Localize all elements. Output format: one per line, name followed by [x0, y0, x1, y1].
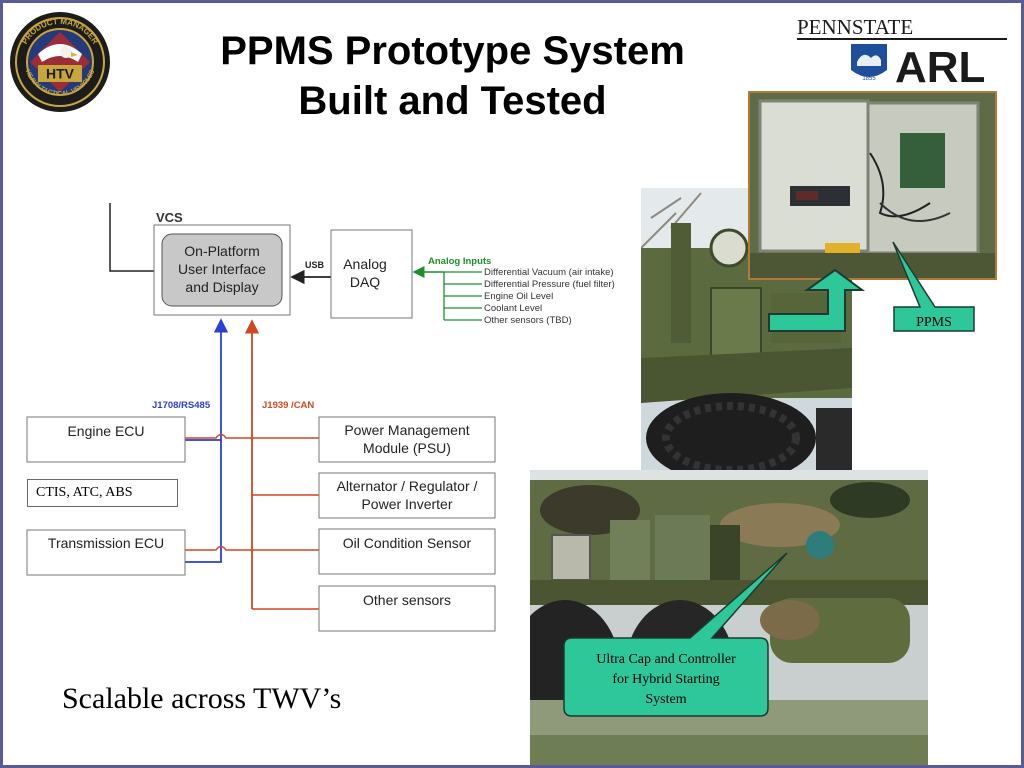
j1939-label: J1939 /CAN — [262, 400, 314, 411]
power-management-box — [318, 416, 496, 463]
other-sensors-box — [318, 585, 496, 632]
pennstate-wordmark: PENNSTATE — [797, 15, 913, 39]
daq-line-1: Analog — [343, 256, 387, 272]
pennstate-arl-logo: PENNSTATE 1855 ARL — [797, 15, 1007, 86]
alternator-line-2: Power Inverter — [361, 496, 452, 512]
oil-condition-box — [318, 528, 496, 575]
alternator-line-1: Alternator / Regulator / — [337, 478, 478, 494]
arl-wordmark: ARL — [895, 43, 985, 86]
j1708-label: J1708/RS485 — [152, 400, 211, 411]
display-box-line-1: On-Platform — [184, 243, 259, 259]
daq-line-2: DAQ — [350, 274, 380, 290]
display-box-line-2: User Interface — [178, 261, 266, 277]
ppms-cabinet-photo — [748, 91, 997, 280]
ctis-atc-abs-box: CTIS, ATC, ABS — [27, 479, 178, 507]
vcs-label: VCS — [156, 210, 183, 225]
analog-input-item: Engine Oil Level — [484, 291, 553, 302]
htv-logo-text: HTV — [46, 66, 75, 82]
ppms-callout-label: PPMS — [916, 315, 952, 330]
analog-input-item: Coolant Level — [484, 303, 542, 314]
htv-logo: HTV PRODUCT MANAGER HEAVY TACTICAL VEHIC… — [10, 12, 110, 112]
ppms-block-diagram: VCS On-Platform User Interface and Displ… — [26, 203, 615, 632]
vcs-bracket-line — [109, 203, 154, 272]
display-box-line-3: and Display — [185, 279, 258, 295]
analog-input-item: Differential Vacuum (air intake) — [484, 267, 614, 278]
transmission-ecu-label: Transmission ECU — [48, 535, 164, 551]
ultracap-callout-label: Ultra Cap and Controller for Hybrid Star… — [568, 650, 764, 710]
other-sensors-label: Other sensors — [363, 592, 451, 608]
j1708-bus-line — [185, 318, 229, 441]
ultracap-line-1: Ultra Cap and Controller — [596, 652, 736, 667]
title-line-1: PPMS Prototype System — [220, 29, 685, 73]
ultracap-line-3: System — [645, 692, 687, 707]
title-line-2: Built and Tested — [298, 79, 607, 123]
display-box — [161, 233, 283, 307]
analog-input-item: Differential Pressure (fuel filter) — [484, 279, 615, 290]
power-management-line-2: Module (PSU) — [363, 440, 451, 456]
transmission-ecu-box — [26, 529, 186, 576]
engine-ecu-box — [26, 416, 186, 463]
ultracap-line-2: for Hybrid Starting — [612, 672, 720, 687]
power-management-line-1: Power Management — [344, 422, 469, 438]
scalable-caption: Scalable across TWV’s — [62, 682, 342, 715]
engine-ecu-label: Engine ECU — [67, 423, 144, 439]
analog-input-item: Other sensors (TBD) — [484, 315, 572, 326]
pennstate-year: 1855 — [862, 76, 876, 82]
oil-condition-label: Oil Condition Sensor — [343, 535, 472, 551]
slide-title: PPMS Prototype System Built and Tested — [160, 26, 745, 126]
alternator-box — [318, 472, 496, 519]
truck-ultracap-photo — [530, 470, 928, 768]
analog-inputs-title: Analog Inputs — [428, 256, 491, 267]
analog-daq-box — [330, 229, 413, 319]
usb-label: USB — [305, 260, 325, 270]
analog-input-list: Differential Vacuum (air intake) Differe… — [444, 267, 615, 326]
